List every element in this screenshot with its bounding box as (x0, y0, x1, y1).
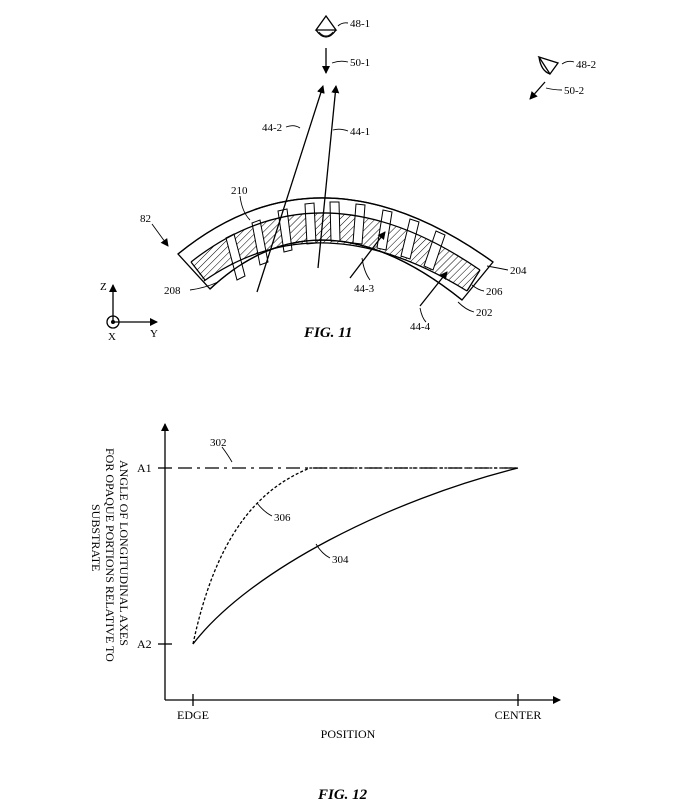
label-302: 302 (210, 437, 227, 449)
ray-44-4 (419, 271, 448, 307)
fig12-caption: FIG. 12 (317, 787, 368, 803)
y-tick-a1: A1 (137, 461, 152, 475)
label-202: 202 (476, 307, 493, 319)
fig11-caption: FIG. 11 (303, 325, 352, 341)
label-48-2: 48-2 (576, 59, 596, 71)
label-48-1: 48-1 (350, 18, 370, 30)
label-50-2: 50-2 (564, 85, 584, 97)
label-304: 304 (332, 554, 349, 566)
curved-display-layers (177, 197, 494, 301)
axis-label-y: Y (150, 328, 158, 340)
viewer-eye-icon (314, 14, 338, 38)
fig12-graph: A1 A2 EDGE CENTER POSITION ANGLE OF LONG… (89, 423, 561, 741)
coordinate-axes: Z X Y (100, 281, 158, 343)
x-axis-label: POSITION (321, 727, 376, 741)
curve-306 (192, 467, 518, 645)
ray-44-1 (317, 85, 340, 269)
leader-48-2 (561, 60, 575, 65)
leader-50-2 (545, 87, 563, 91)
leader-50-1 (331, 60, 349, 64)
label-204: 204 (510, 265, 527, 277)
viewer-eye-icon (537, 55, 560, 76)
axis-label-x: X (108, 331, 116, 343)
label-44-1: 44-1 (350, 126, 370, 138)
y-tick-a2: A2 (137, 637, 152, 651)
curve-304 (192, 467, 519, 645)
label-44-3: 44-3 (354, 283, 375, 295)
y-axis-label-line1: ANGLE OF LONGITUDINAL AXES (117, 460, 131, 646)
x-tick-center: CENTER (495, 708, 542, 722)
label-208: 208 (164, 285, 181, 297)
label-44-2: 44-2 (262, 122, 282, 134)
label-82: 82 (140, 213, 151, 225)
leader-48-1 (337, 22, 349, 27)
fig11-diagram: 48-1 50-1 48-2 50-2 (100, 14, 596, 343)
clear-portions (225, 201, 446, 281)
arrow-50-2 (529, 81, 546, 100)
label-44-4: 44-4 (410, 321, 431, 333)
axis-label-z: Z (100, 281, 107, 293)
x-tick-edge: EDGE (177, 708, 209, 722)
label-206: 206 (486, 286, 503, 298)
arrow-82 (151, 223, 169, 247)
ray-44-2 (256, 85, 325, 293)
label-50-1: 50-1 (350, 57, 370, 69)
label-306: 306 (274, 512, 291, 524)
y-axis-label-line2: FOR OPAQUE PORTIONS RELATIVE TO (103, 448, 117, 662)
ray-44-3 (349, 231, 386, 279)
y-axis-label-line3: SUBSTRATE (89, 504, 103, 571)
y-axis-label: ANGLE OF LONGITUDINAL AXES FOR OPAQUE PO… (89, 448, 131, 662)
label-210: 210 (231, 185, 248, 197)
